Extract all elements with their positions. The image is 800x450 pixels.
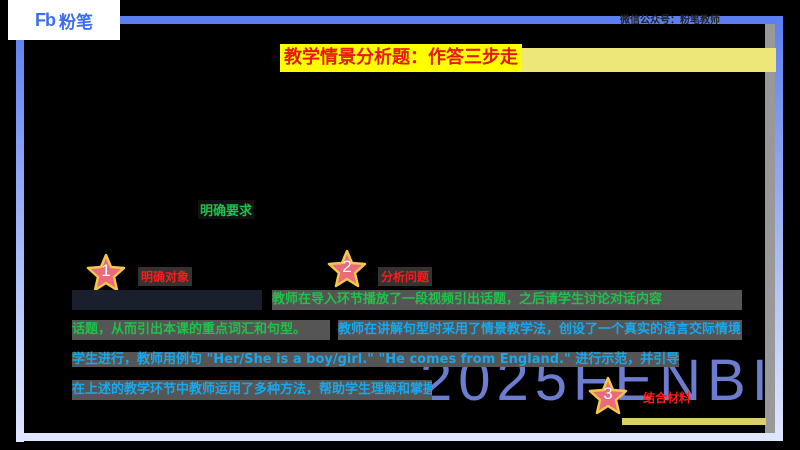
body-line-3-end: 进行示范，并引导 (570, 352, 680, 367)
step-3-number: 3 (603, 384, 613, 403)
brand-logo: Fb 粉笔 (8, 0, 120, 40)
step-1-star-icon: 1 (86, 253, 126, 293)
frame-right-border (775, 16, 783, 436)
body-line-2-green: 话题，从而引出本课的重点词汇和句型。 (72, 320, 330, 340)
body-line-4-blue: 在上述的教学环节中教师运用了多种方法，帮助学生理解和掌握。 (72, 380, 432, 400)
body-line-1-green: 教师在导入环节播放了一段视频引出话题，之后请学生讨论对话内容 (272, 290, 742, 310)
step-2-number: 2 (342, 257, 352, 276)
step-1-tag: 明确对象 (138, 267, 193, 286)
step-3-tag: 结合材料 (643, 391, 692, 405)
bottom-accent-band (622, 418, 766, 425)
wechat-watermark: 微信公众号：粉笔教师 (620, 15, 720, 26)
frame-bottom-border (16, 433, 783, 441)
frame-top-border (115, 16, 783, 24)
body-line-1-dark: 教学情景分析题作答要点 (72, 290, 262, 310)
body-line-2-blue: 教师在讲解句型时采用了情景教学法，创设了一个真实的语言交际情境 (338, 320, 742, 340)
step-2-star-icon: 2 (327, 249, 367, 289)
page-title: 教学情景分析题：作答三步走 (280, 44, 522, 72)
body-line-3-english: "Her/She is a boy/girl." "He comes from … (206, 352, 571, 367)
section-label: 明确要求 (198, 200, 255, 219)
body-line-3-start: 学生进行，教师用例句 (72, 352, 207, 367)
step-2-tag: 分析问题 (378, 267, 433, 286)
logo-mark: Fb (35, 9, 56, 30)
frame-right-shadow (765, 24, 775, 436)
step-3-star-icon: 3 (588, 376, 628, 416)
logo-text: 粉笔 (59, 12, 93, 33)
body-line-3: 学生进行，教师用例句 "Her/She is a boy/girl." "He … (72, 350, 742, 370)
step-1-number: 1 (101, 261, 111, 280)
frame-left-border (16, 22, 24, 442)
